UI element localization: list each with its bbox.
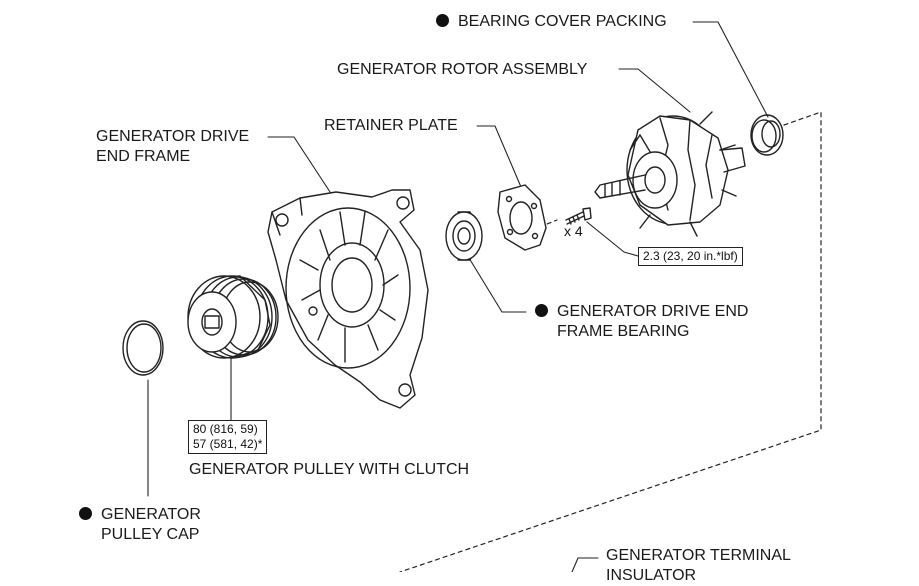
label-drive-end-frame-bearing: GENERATOR DRIVE END FRAME BEARING xyxy=(535,302,748,342)
label-rotor-assembly: GENERATOR ROTOR ASSEMBLY xyxy=(337,61,588,78)
bullet-icon xyxy=(535,304,548,317)
torque-spec-pulley: 80 (816, 59) 57 (581, 42)* xyxy=(188,420,268,454)
bullet-icon xyxy=(79,507,92,520)
bearing-cover-packing xyxy=(750,114,784,156)
exploded-diagram: BEARING COVER PACKING GENERATOR ROTOR AS… xyxy=(79,12,822,584)
label-terminal-insulator: GENERATOR TERMINAL INSULATOR xyxy=(606,547,791,584)
pulley-cap xyxy=(122,320,164,376)
label-bearing-cover-packing: BEARING COVER PACKING xyxy=(436,12,667,32)
assembly-outline xyxy=(399,111,822,572)
label-pulley-with-clutch: GENERATOR PULLEY WITH CLUTCH xyxy=(189,461,470,478)
drive-end-frame xyxy=(267,189,429,409)
label-retainer-plate: RETAINER PLATE xyxy=(324,117,458,134)
pulley-with-clutch xyxy=(187,275,279,359)
bullet-icon xyxy=(436,14,449,27)
rotor-assembly xyxy=(594,111,746,237)
label-pulley-cap: GENERATOR PULLEY CAP xyxy=(79,505,201,545)
torque-spec-bolt: 2.3 (23, 20 in.*lbf) xyxy=(638,247,743,266)
parts-drawing xyxy=(122,21,822,572)
label-drive-end-frame: GENERATOR DRIVE END FRAME xyxy=(96,128,250,165)
drive-end-frame-bearing xyxy=(445,211,483,261)
retainer-plate xyxy=(497,184,547,251)
leader-lines xyxy=(147,21,769,572)
quantity-label: x 4 xyxy=(564,223,583,239)
bolt xyxy=(565,207,592,225)
